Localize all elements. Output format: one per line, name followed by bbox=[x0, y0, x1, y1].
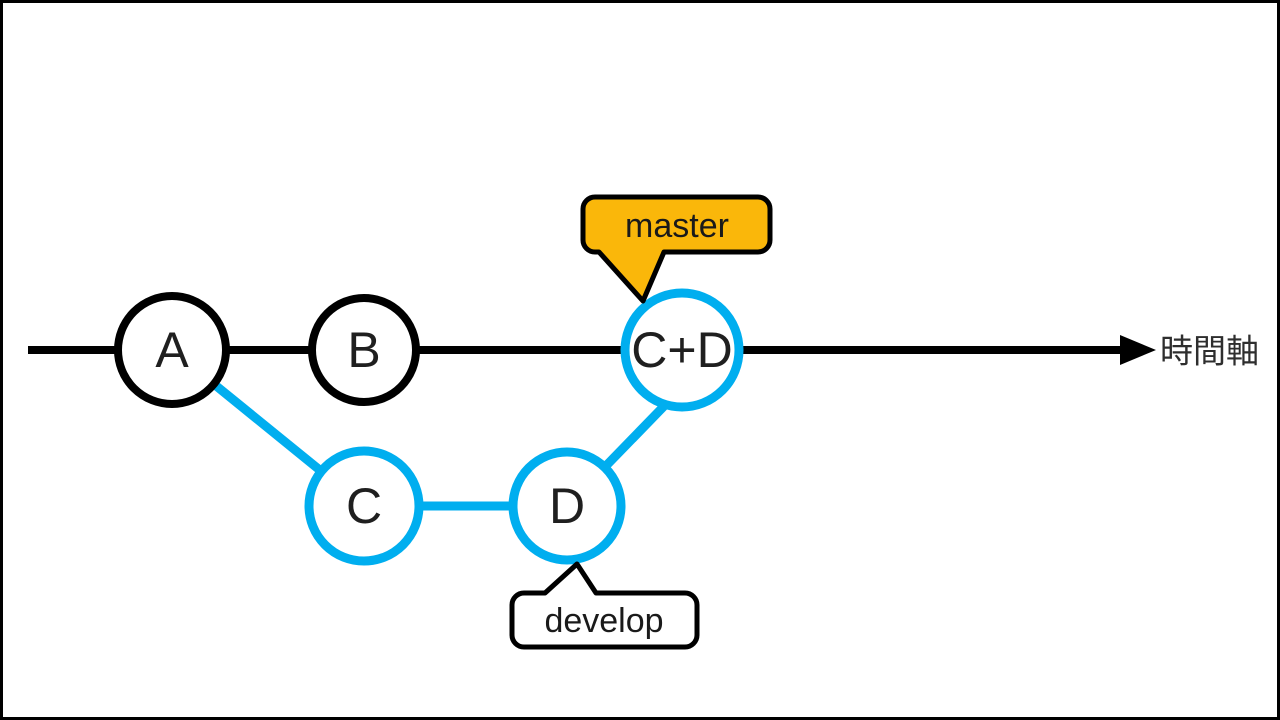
commit-node-b-label: B bbox=[347, 322, 380, 378]
master-label-bubble bbox=[580, 194, 773, 304]
develop-label: develop bbox=[544, 602, 663, 640]
commit-node-a bbox=[114, 292, 230, 408]
timeline-arrowhead-icon bbox=[1120, 335, 1156, 365]
commit-node-c bbox=[304, 446, 424, 566]
commit-node-merge bbox=[620, 288, 744, 412]
commit-node-c-label: C bbox=[346, 478, 382, 534]
commit-node-d bbox=[508, 447, 626, 565]
develop-label-bubble bbox=[509, 561, 700, 650]
commit-node-merge-label: C+D bbox=[631, 322, 732, 378]
commit-node-b bbox=[308, 294, 420, 406]
commit-node-d-label: D bbox=[549, 478, 585, 534]
time-axis-label: 時間軸 bbox=[1160, 333, 1259, 370]
master-label: master bbox=[625, 207, 729, 245]
commit-node-a-label: A bbox=[155, 322, 189, 378]
